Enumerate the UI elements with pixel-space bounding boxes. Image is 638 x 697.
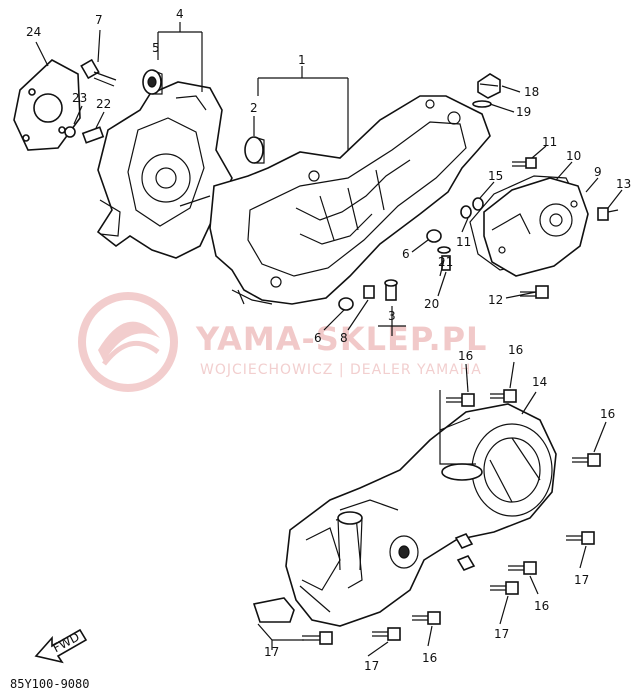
callout-6-lower: 6 bbox=[314, 331, 322, 345]
bracket-part-lower bbox=[252, 597, 295, 623]
watermark-brand: YAMA-SKLEP.PL bbox=[195, 320, 487, 358]
bolt-part-8 bbox=[363, 285, 375, 299]
dowel-part-15 bbox=[472, 197, 484, 211]
callout-16-d: 16 bbox=[534, 599, 549, 613]
callout-5: 5 bbox=[152, 41, 160, 55]
callout-4: 4 bbox=[176, 7, 184, 21]
bolt-part-16-d bbox=[508, 561, 537, 575]
bolt-part-17-c bbox=[372, 627, 401, 641]
cap-part-18 bbox=[477, 73, 501, 99]
bushing-part-5 bbox=[142, 69, 163, 95]
bolt-part-17-b bbox=[490, 581, 519, 595]
bolt-part-17-d bbox=[302, 631, 333, 645]
bolt-part-3 bbox=[384, 279, 398, 301]
callout-22: 22 bbox=[96, 97, 111, 111]
callout-2: 2 bbox=[250, 101, 258, 115]
watermark-subtitle: WOJCIECHOWICZ | DEALER YAMAHA bbox=[200, 362, 482, 378]
callout-17-c: 17 bbox=[364, 659, 379, 673]
washer-part-21 bbox=[437, 246, 451, 254]
callout-17-d: 17 bbox=[264, 645, 279, 659]
forward-arrow-icon: FWD bbox=[34, 628, 88, 664]
callout-16-c: 16 bbox=[600, 407, 615, 421]
callout-24: 24 bbox=[26, 25, 41, 39]
callout-17-b: 17 bbox=[494, 627, 509, 641]
callout-10: 10 bbox=[566, 149, 581, 163]
callout-16-b: 16 bbox=[508, 343, 523, 357]
bolt-part-16-a bbox=[446, 393, 475, 407]
callout-21: 21 bbox=[438, 255, 453, 269]
callout-labels: 24 7 4 5 1 2 23 22 18 19 11 10 9 13 15 6… bbox=[26, 7, 631, 673]
leader-lines bbox=[35, 22, 623, 657]
callout-17-a: 17 bbox=[574, 573, 589, 587]
bolt-part-7 bbox=[80, 58, 117, 87]
callout-18: 18 bbox=[524, 85, 539, 99]
watermark: YAMA-SKLEP.PL WOJCIECHOWICZ | DEALER YAM… bbox=[78, 292, 487, 392]
bolt-part-11-upper bbox=[512, 157, 537, 169]
bolt-part-16-c bbox=[572, 453, 601, 467]
bolt-part-16-e bbox=[412, 611, 441, 625]
callout-9: 9 bbox=[594, 165, 602, 179]
callout-14: 14 bbox=[532, 375, 547, 389]
part-code: 85Y100-9080 bbox=[10, 677, 89, 691]
crankcase-part-1 bbox=[209, 95, 491, 305]
callout-12: 12 bbox=[488, 293, 503, 307]
pin-part-23 bbox=[64, 126, 76, 138]
plug-part-6-lower bbox=[338, 297, 354, 311]
dowel-part-11-lower bbox=[460, 205, 472, 219]
crankcase-cover-part-14 bbox=[285, 403, 557, 627]
clip-part-small bbox=[454, 533, 476, 571]
plug-part-6-upper bbox=[426, 229, 442, 243]
callout-16-e: 16 bbox=[422, 651, 437, 665]
callout-19: 19 bbox=[516, 105, 531, 119]
bolt-part-16-b bbox=[490, 389, 517, 403]
callout-15: 15 bbox=[488, 169, 503, 183]
bushing-part-2 bbox=[244, 136, 265, 164]
callout-16-a: 16 bbox=[458, 349, 473, 363]
callout-7: 7 bbox=[95, 13, 103, 27]
callout-23: 23 bbox=[72, 91, 87, 105]
callout-11-lower: 11 bbox=[456, 235, 471, 249]
bolt-part-17-a bbox=[566, 531, 595, 545]
callout-11-upper: 11 bbox=[542, 135, 557, 149]
bolt-part-13 bbox=[597, 207, 619, 221]
pin-part-22 bbox=[81, 126, 105, 144]
watermark-logo bbox=[78, 292, 178, 392]
callout-3: 3 bbox=[388, 309, 396, 323]
side-cover-part-9 bbox=[483, 177, 589, 277]
callout-6-upper: 6 bbox=[402, 247, 410, 261]
oring-part-19 bbox=[472, 100, 492, 108]
callout-1: 1 bbox=[298, 53, 306, 67]
callout-8: 8 bbox=[340, 331, 348, 345]
callout-13: 13 bbox=[616, 177, 631, 191]
screw-part-20 bbox=[441, 255, 451, 271]
callout-20: 20 bbox=[424, 297, 439, 311]
